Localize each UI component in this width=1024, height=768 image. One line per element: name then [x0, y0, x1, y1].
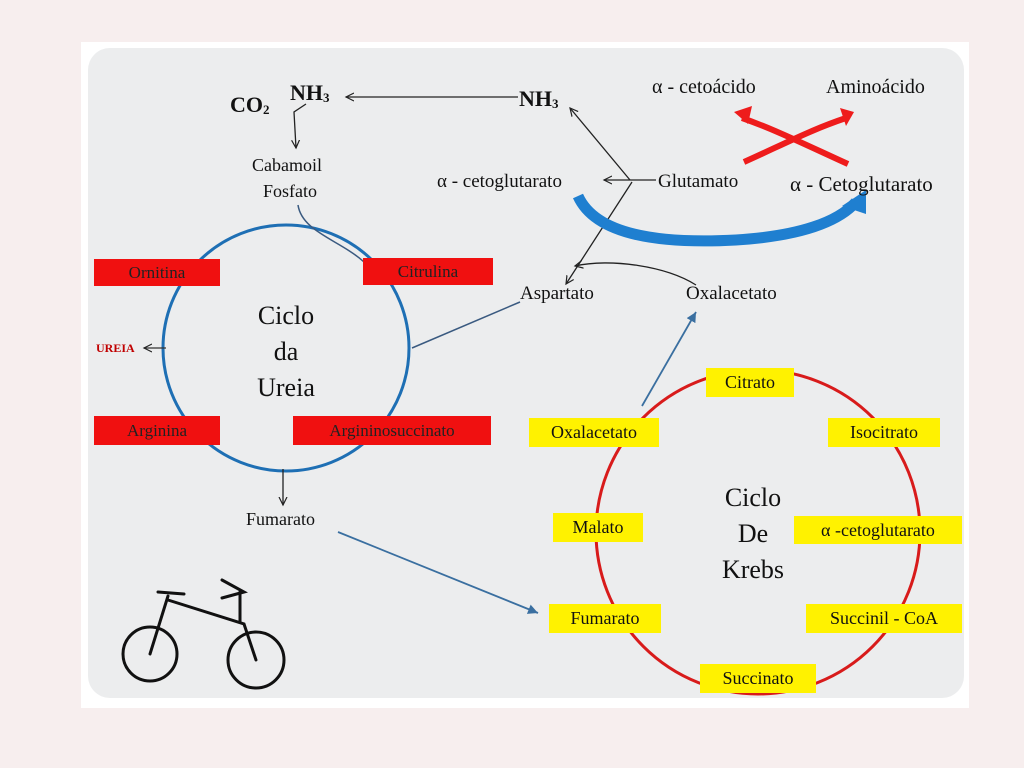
krebs-alpha-cetoglutarato-box: α -cetoglutarato — [794, 516, 962, 544]
krebs-oxalacetato-to-top-arrow — [641, 311, 697, 407]
krebs-isocitrato-box: Isocitrato — [828, 418, 940, 447]
bicycle-icon — [121, 578, 286, 690]
urea-title-line1: Ciclo — [257, 301, 315, 330]
aspartato-to-urea-line — [411, 301, 521, 349]
citrulina-box: Citrulina — [363, 258, 493, 285]
urea-cycle-title: Ciclo da Ureia — [226, 298, 346, 406]
krebs-succinil-coa-box: Succinil - CoA — [806, 604, 962, 633]
ornitina-box: Ornitina — [94, 259, 220, 286]
alpha-cetoacido-label: α - cetoácido — [652, 76, 756, 98]
glutamato-label: Glutamato — [658, 171, 739, 192]
krebs-cycle-title: Ciclo De Krebs — [693, 480, 813, 588]
alpha-cetoglutarato-left-label: α - cetoglutarato — [437, 171, 562, 192]
arginina-box: Arginina — [94, 416, 220, 445]
transamination-blue-arrowhead — [842, 190, 866, 214]
nh3-left-label: NH3 — [290, 80, 330, 105]
diagram-panel — [88, 48, 964, 698]
transamination-blue-arrow — [572, 193, 861, 247]
krebs-fumarato-box: Fumarato — [549, 604, 661, 633]
fumarato-urea-label: Fumarato — [246, 509, 315, 529]
argininosuccinato-box: Argininosuccinato — [293, 416, 491, 445]
krebs-oxalacetato-box: Oxalacetato — [529, 418, 659, 447]
urea-title-line3: Ureia — [257, 373, 315, 402]
aminoacido-label: Aminoácido — [826, 76, 925, 98]
krebs-title-line1: Ciclo — [724, 483, 782, 512]
alpha-cetoglutarato-right-label: α - Cetoglutarato — [790, 172, 933, 196]
nh3-right-main: NH — [519, 86, 552, 111]
ureia-label: UREIA — [96, 341, 135, 355]
nh3-right-label: NH3 — [519, 86, 559, 111]
red-cross-arrow-1-head — [734, 106, 752, 124]
nh3-right-sub: 3 — [552, 96, 559, 111]
krebs-malato-box: Malato — [553, 513, 643, 542]
urea-title-line2: da — [273, 337, 299, 366]
nh3-left-main: NH — [290, 80, 323, 105]
aspartato-label: Aspartato — [520, 283, 594, 304]
carbamoil-to-cycle-line — [297, 204, 365, 263]
co2-main: CO — [230, 92, 263, 117]
fumarato-to-krebs-arrow — [337, 531, 539, 614]
red-cross-arrow-2-head — [840, 108, 854, 126]
nh3-left-sub: 3 — [323, 90, 330, 105]
glutamato-to-nh3-arrow — [570, 108, 631, 181]
oxalacetato-to-aspartato-arrow — [575, 263, 697, 286]
krebs-citrato-box: Citrato — [706, 368, 794, 397]
nh3-to-carbamoil-arrow — [294, 103, 307, 148]
carbamoil-line1: Cabamoil — [252, 155, 322, 175]
co2-label: CO2 — [230, 92, 270, 117]
krebs-title-line2: De — [737, 519, 769, 548]
krebs-succinato-box: Succinato — [700, 664, 816, 693]
carbamoil-line2: Fosfato — [263, 181, 317, 201]
red-cross-arrow-2 — [742, 115, 847, 165]
oxalacetato-top-label: Oxalacetato — [686, 283, 777, 304]
krebs-title-line3: Krebs — [721, 555, 785, 584]
co2-sub: 2 — [263, 102, 270, 117]
